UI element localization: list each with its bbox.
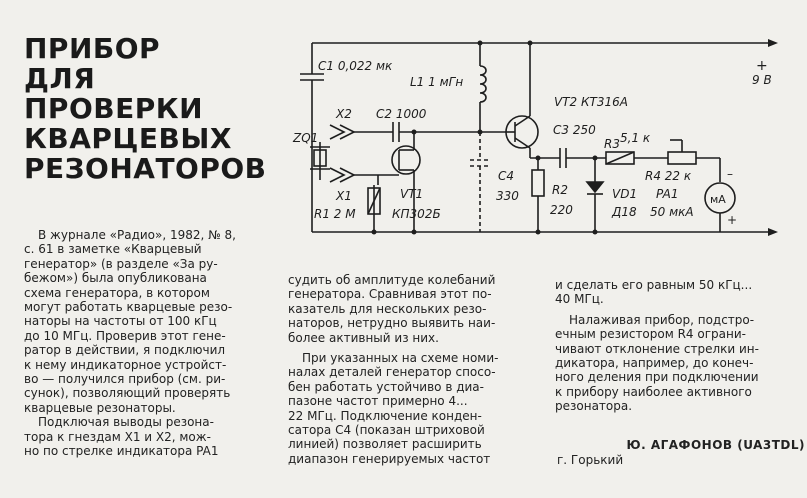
title-line: РЕЗОНАТОРОВ	[24, 152, 267, 185]
label-vt1-type: КП302Б	[392, 207, 441, 221]
text-line: к прибору наиболее активного	[555, 384, 752, 399]
text-line: Налаживая прибор, подстро-	[569, 312, 755, 327]
title-line: ДЛЯ	[24, 62, 96, 95]
title-line: КВАРЦЕВЫХ	[24, 122, 232, 155]
label-pa1: PA1	[656, 187, 678, 201]
text-line: налах деталей генератор спосо-	[288, 365, 496, 380]
text-line: во — получился прибор (см. ри-	[24, 372, 226, 387]
label-ma: мА	[710, 193, 726, 206]
label-c4-val: 330	[496, 189, 519, 203]
text-column-3: и сделать его равным 50 кГц... 40 МГц. Н…	[555, 278, 795, 414]
label-vt2: VT2 КТ316А	[554, 95, 628, 109]
label-minus: –	[727, 167, 733, 181]
text-line: генератора. Сравнивая этот по-	[288, 287, 492, 302]
text-line: чивают отклонение стрелки ин-	[555, 341, 759, 356]
text-line: наторы на частоты от 100 кГц	[24, 314, 217, 329]
author-signature: Ю. АГАФОНОВ (UA3TDL) г. Горький	[555, 438, 805, 468]
text-line: дикатора, например, до конеч-	[555, 356, 754, 371]
text-line: но по стрелке индикатора PA1	[24, 444, 219, 459]
text-line: тора к гнездам X1 и X2, мож-	[24, 429, 211, 444]
text-line: 22 МГц. Подключение конден-	[288, 408, 482, 423]
label-x2: X2	[335, 107, 352, 121]
text-line: схема генератора, в котором	[24, 285, 210, 300]
label-plus-9v: +	[756, 58, 768, 74]
label-l1: L1 1 мГн	[410, 75, 463, 89]
label-r1: R1 2 M	[314, 207, 356, 221]
text-line: ратор в действии, я подключил	[24, 343, 226, 358]
label-vt1: VT1	[400, 187, 423, 201]
text-line: бежом») была опубликована	[24, 271, 207, 286]
text-line: ного деления при подключении	[555, 370, 759, 385]
text-line: диапазон генерируемых частот	[288, 451, 491, 466]
label-c1: C1 0,022 мк	[318, 59, 393, 73]
circuit-schematic: C1 0,022 мк L1 1 мГн X2 C2 1000 ZQ1 X1 R…	[292, 39, 778, 236]
label-r2: R2	[552, 183, 568, 197]
text-line: сунок), позволяющий проверять	[24, 386, 231, 401]
text-line: более активный из них.	[288, 330, 439, 345]
text-line: При указанных на схеме номи-	[302, 351, 499, 366]
label-vd1-type: Д18	[611, 205, 637, 219]
text-line: и сделать его равным 50 кГц...	[555, 278, 753, 292]
author-name: Ю. АГАФОНОВ (UA3TDL)	[626, 438, 805, 452]
author-city: г. Горький	[557, 453, 624, 467]
text-column-1: В журнале «Радио», 1982, № 8, с. 61 в за…	[24, 228, 276, 459]
label-c2: C2 1000	[376, 107, 427, 121]
text-line: могут работать кварцевые резо-	[24, 300, 233, 315]
text-line: кварцевые резонаторы.	[24, 400, 176, 415]
label-c4: C4	[498, 169, 514, 183]
text-column-2: судить об амплитуде колебаний генератора…	[288, 273, 544, 466]
label-r3: R3	[604, 137, 620, 151]
text-line: сатора C4 (показан штриховой	[288, 423, 485, 438]
label-r3-val: 5,1 к	[620, 131, 651, 145]
text-line: генератор» (в разделе «За ру-	[24, 256, 218, 271]
text-line: резонатора.	[555, 399, 633, 414]
text-line: до 10 МГц. Проверив этот гене-	[24, 328, 226, 343]
text-line: казатель для нескольких резо-	[288, 301, 487, 316]
label-9v: 9 В	[752, 73, 772, 87]
label-vd1: VD1	[612, 187, 637, 201]
text-line: наторов, нетрудно выявить наи-	[288, 316, 496, 331]
label-c3: C3 250	[553, 123, 596, 137]
text-line: В журнале «Радио», 1982, № 8,	[38, 228, 236, 242]
text-line: бен работать устойчиво в диа-	[288, 379, 484, 394]
text-line: ечным резистором R4 ограни-	[555, 327, 746, 342]
label-pa1-val: 50 мкА	[650, 205, 694, 219]
text-line: с. 61 в заметке «Кварцевый	[24, 242, 202, 257]
label-plus: +	[727, 213, 737, 227]
article-title: ПРИБОР ДЛЯ ПРОВЕРКИ КВАРЦЕВЫХ РЕЗОНАТОРО…	[24, 34, 274, 184]
label-zq1: ZQ1	[292, 131, 318, 145]
text-line: судить об амплитуде колебаний	[288, 273, 496, 287]
label-r4: R4 22 к	[645, 169, 692, 183]
text-line: к нему индикаторное устройст-	[24, 357, 227, 372]
title-line: ПРИБОР	[24, 32, 161, 65]
text-line: пазоне частот примерно 4...	[288, 394, 468, 409]
text-line: Подключая выводы резона-	[38, 415, 214, 430]
label-r2-val: 220	[550, 203, 573, 217]
title-line: ПРОВЕРКИ	[24, 92, 204, 125]
text-line: линией) позволяет расширить	[288, 437, 482, 452]
label-x1: X1	[335, 189, 352, 203]
text-line: 40 МГц.	[555, 292, 604, 307]
